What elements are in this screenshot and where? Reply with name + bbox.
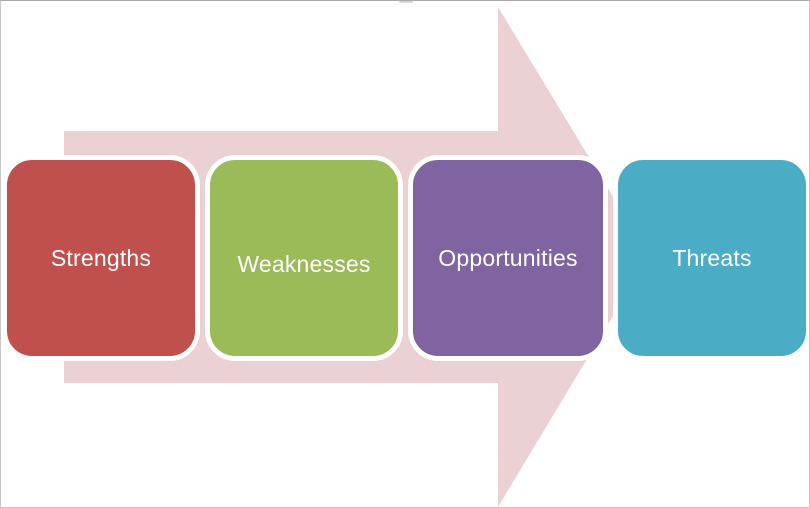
strengths-label: Strengths xyxy=(50,244,152,271)
opportunities-card[interactable]: Opportunities xyxy=(408,155,608,361)
strengths-card[interactable]: Strengths xyxy=(2,155,200,361)
threats-label: Threats xyxy=(672,244,752,271)
opportunities-label: Opportunities xyxy=(438,244,578,271)
threats-card[interactable]: Threats xyxy=(613,155,809,361)
resize-handle[interactable] xyxy=(399,1,413,3)
weaknesses-card[interactable]: Weaknesses xyxy=(205,155,403,361)
weaknesses-label: Weaknesses xyxy=(237,250,371,277)
